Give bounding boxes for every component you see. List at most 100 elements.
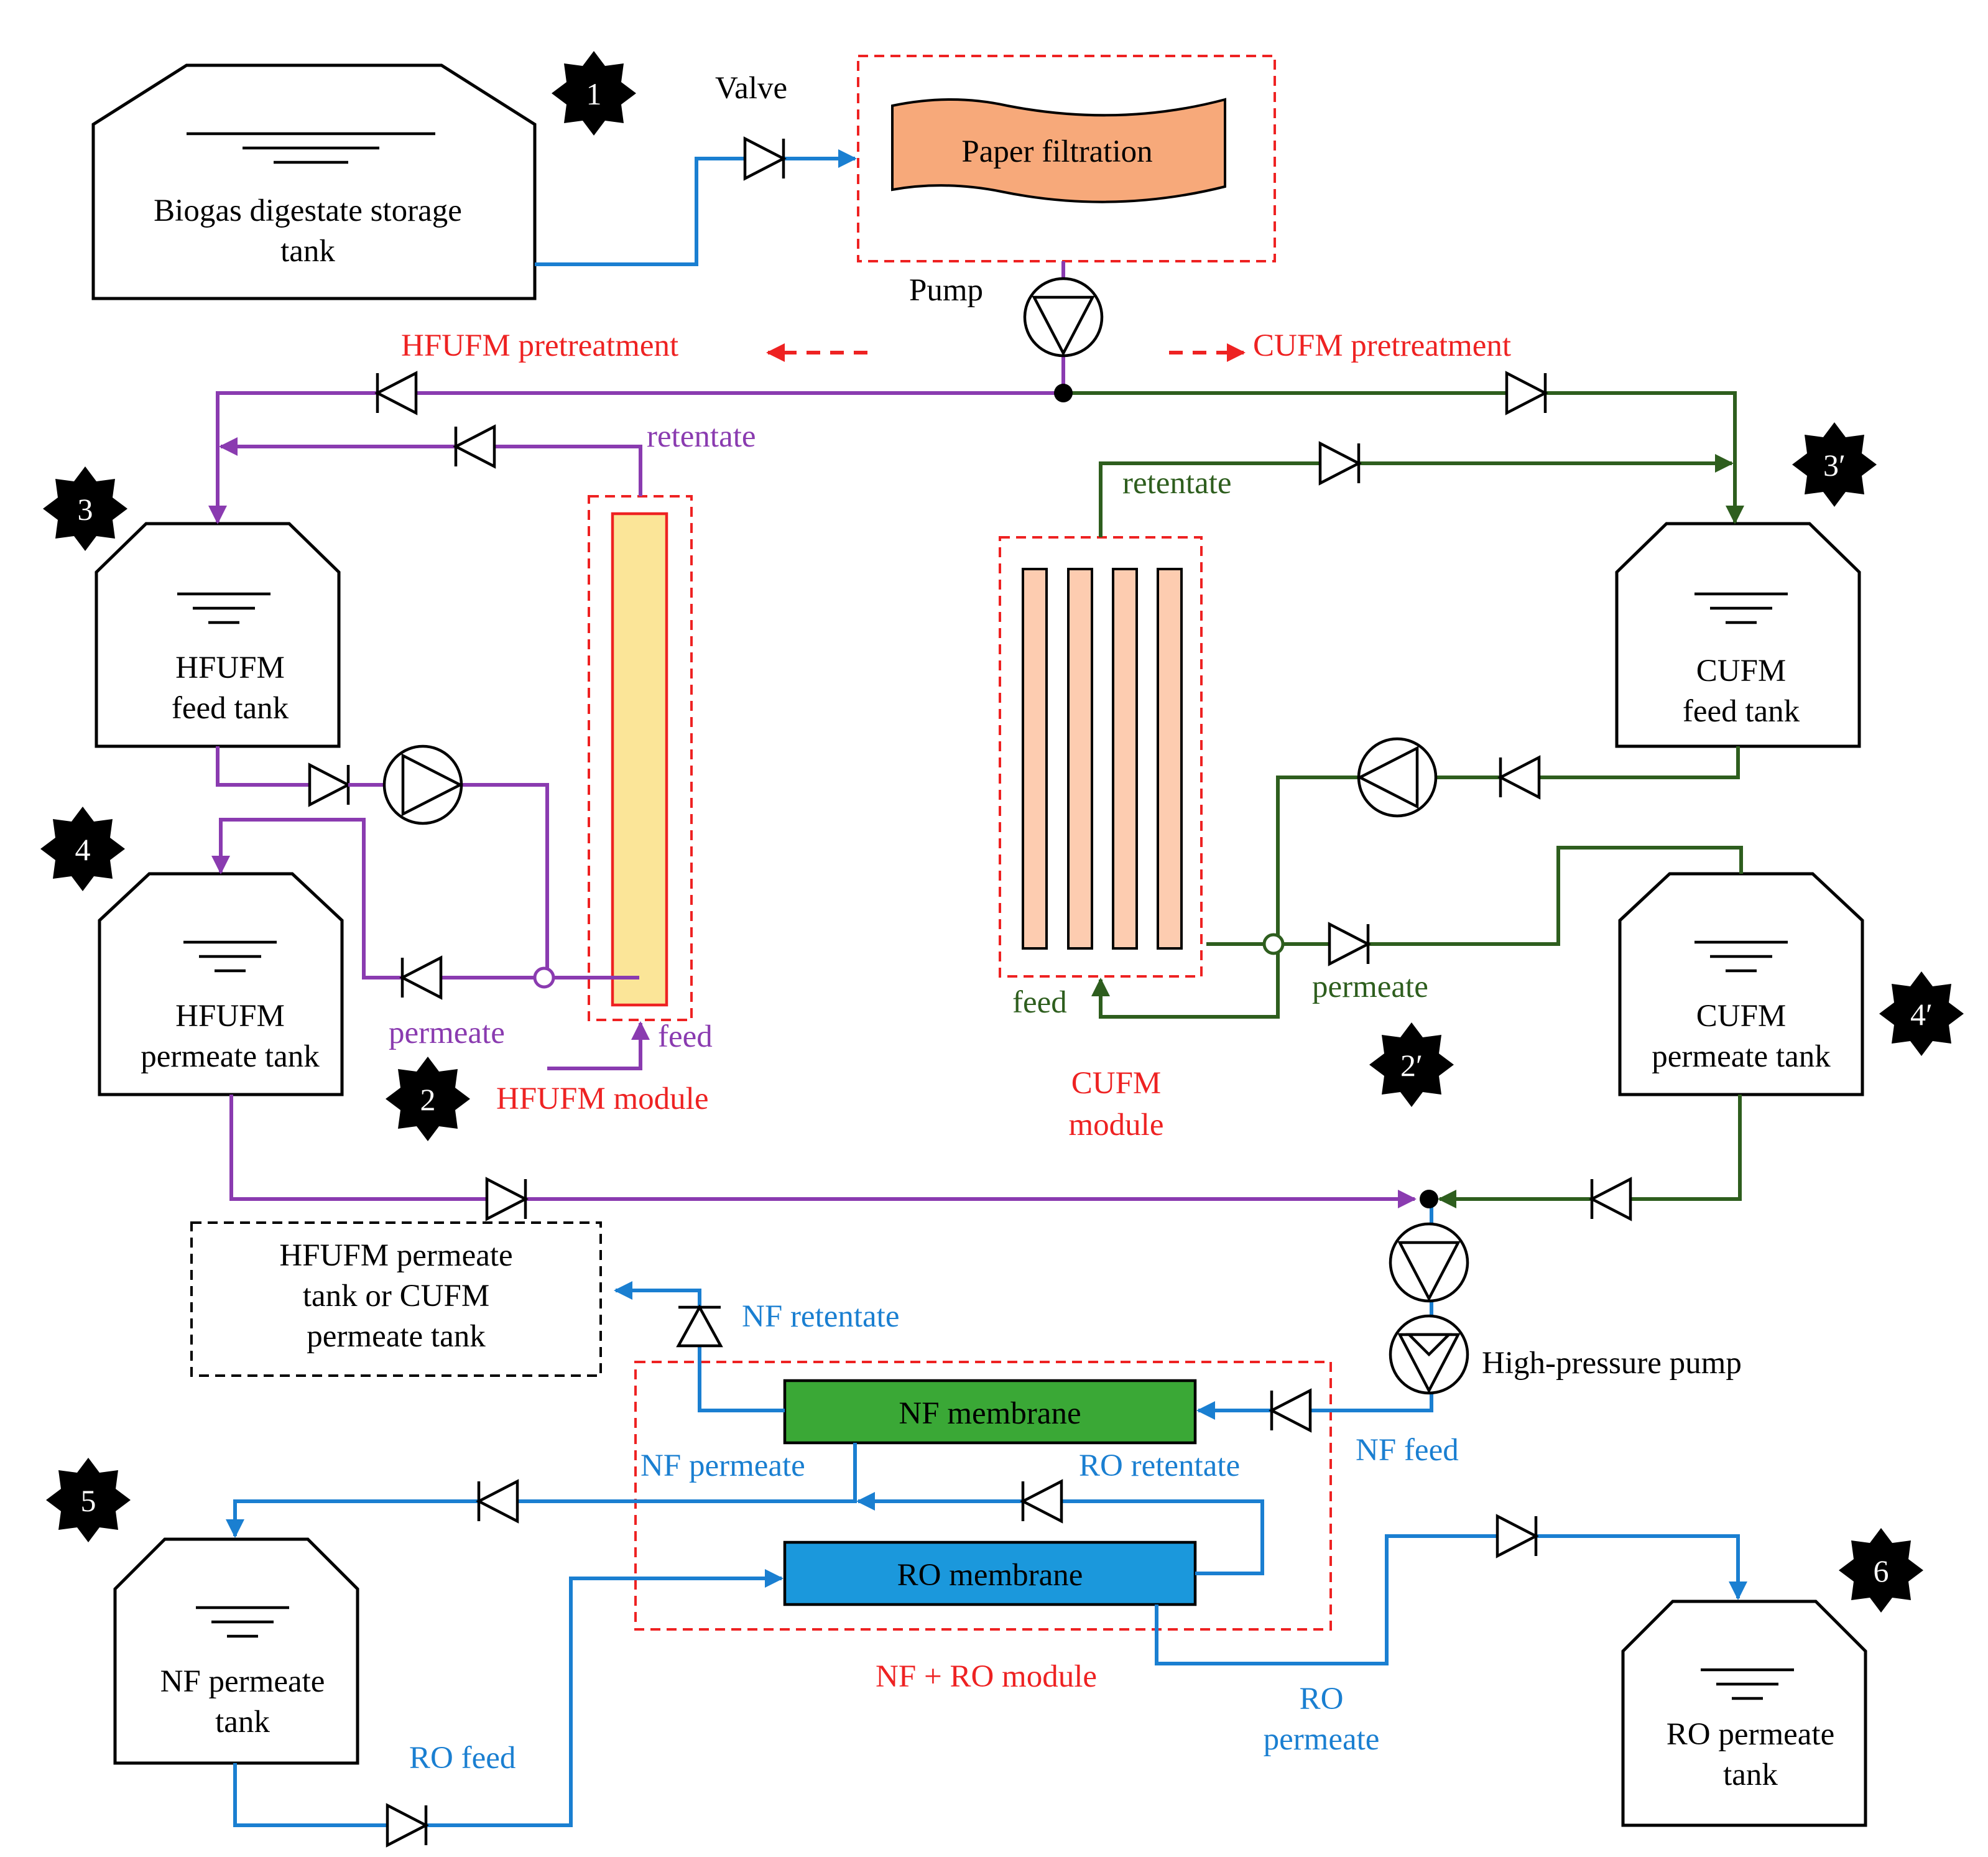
pipe-hf-permeate-out [229, 1095, 1417, 1208]
nf-membrane [783, 1379, 1197, 1445]
biogas-tank-label-1: Biogas digestate storage [154, 193, 462, 228]
valve-icon [1269, 1388, 1312, 1433]
junction-permeate [1420, 1190, 1438, 1208]
nf-permeate-tank: NF permeate tank [113, 1537, 359, 1765]
cufm-tube [1112, 568, 1138, 950]
valve-icon [743, 136, 787, 181]
cu-feed-label: feed [1012, 985, 1067, 1020]
ro-membrane [783, 1540, 1197, 1606]
pipe-cu-retentate [1099, 454, 1734, 537]
pipe-nf-retentate [614, 1281, 785, 1412]
cufm-feed-tank-label-1: CUFM [1696, 654, 1787, 688]
cu-permeate-label: permeate [1312, 970, 1428, 1004]
high-pressure-pump-label: High-pressure pump [1482, 1346, 1742, 1381]
pipe-hf-feed [547, 1021, 650, 1070]
valve-icon [676, 1304, 723, 1348]
hfufm-feed-tank: HFUFM feed tank [95, 522, 341, 748]
valve-icon [1020, 1479, 1063, 1524]
svg-text:2: 2 [420, 1082, 436, 1117]
cufm-tube [1022, 568, 1048, 950]
nf-membrane-label: NF membrane [899, 1396, 1081, 1431]
hfufm-module-label: HFUFM module [496, 1081, 708, 1116]
ro-permeate-label-1: RO [1300, 1682, 1344, 1716]
ro-permeate-tank-label-1: RO permeate [1667, 1717, 1834, 1752]
hfufm-module-element [611, 512, 668, 1007]
paper-filtration-shape [891, 98, 1226, 203]
junction-cu-permeate [1262, 933, 1285, 955]
pump-icon [1023, 277, 1104, 358]
valve-icon [1318, 441, 1362, 486]
nf-ro-module-label: NF + RO module [876, 1659, 1097, 1694]
valve-icon [1589, 1177, 1632, 1221]
recirculation-target-label-1: HFUFM permeate [279, 1238, 512, 1273]
paper-filtration-label: Paper filtration [961, 134, 1152, 169]
valve-icon [374, 371, 418, 415]
svg-text:1: 1 [586, 76, 602, 111]
recirculation-target-label-3: permeate tank [307, 1319, 486, 1354]
nf-permeate-tank-label-2: tank [215, 1705, 270, 1739]
cufm-feed-tank: CUFM feed tank [1615, 522, 1861, 748]
valve-icon [476, 1479, 519, 1524]
cufm-pump-icon [1357, 737, 1438, 818]
biogas-digestate-storage-tank: Biogas digestate storage tank [91, 63, 537, 300]
stage-badge: 6 [1839, 1528, 1923, 1613]
hfufm-feed-tank-label-2: feed tank [172, 691, 289, 726]
pipe-storage-to-filter [535, 149, 857, 266]
valve-icon [1328, 922, 1371, 966]
cu-retentate-label: retentate [1122, 466, 1232, 501]
stage-badge: 3 [43, 466, 127, 551]
valve-label: Valve [715, 71, 787, 106]
cufm-tube [1067, 568, 1093, 950]
svg-text:5: 5 [81, 1483, 96, 1518]
hfufm-pretreatment-label: HFUFM pretreatment [401, 328, 678, 363]
pipe-to-hfufm-feed-tank [208, 391, 1063, 524]
hfufm-permeate-tank-label-1: HFUFM [175, 999, 285, 1034]
nf-feed-label: NF feed [1356, 1433, 1459, 1468]
pipe-cu-feed [1091, 961, 1280, 1019]
cufm-pretreatment-label: CUFM pretreatment [1253, 328, 1511, 363]
svg-text:6: 6 [1874, 1554, 1889, 1588]
hf-retentate-label: retentate [647, 419, 756, 454]
stage-badge: 4′ [1879, 971, 1964, 1056]
cufm-module-label-1: CUFM [1071, 1066, 1162, 1101]
stage-badge: 2′ [1369, 1022, 1454, 1107]
valve-icon [1505, 371, 1548, 415]
nf-permeate-label: NF permeate [640, 1448, 805, 1483]
high-pressure-pump-icon [1389, 1314, 1469, 1395]
cufm-feed-tank-label-2: feed tank [1683, 694, 1800, 729]
stage-badge: 4 [40, 807, 125, 891]
pump-label: Pump [909, 273, 983, 308]
svg-text:3′: 3′ [1823, 448, 1846, 483]
pipe-ro-permeate [1155, 1534, 1747, 1665]
pipe-cu-permeate-out [1438, 1095, 1742, 1208]
valve-icon [453, 424, 496, 469]
valve-icon [308, 762, 351, 807]
svg-text:3: 3 [78, 492, 93, 527]
ro-membrane-label: RO membrane [897, 1558, 1083, 1593]
valve-icon [1497, 755, 1541, 800]
hfufm-pump-icon [348, 744, 463, 825]
svg-text:4′: 4′ [1910, 997, 1933, 1032]
pipe-ro-feed [233, 1569, 784, 1827]
cufm-permeate-tank-label-1: CUFM [1696, 999, 1787, 1034]
ro-permeate-tank: RO permeate tank [1621, 1600, 1867, 1827]
pipe-cu-permeate [1206, 846, 1743, 946]
valve-icon [399, 955, 443, 1000]
valve-icon [485, 1177, 529, 1221]
hf-feed-label: feed [658, 1019, 713, 1054]
pipe-hf-loop [216, 746, 639, 979]
pipe-to-cufm-feed-tank [1063, 391, 1744, 524]
paper-filtration-box [857, 55, 1276, 262]
svg-text:4: 4 [75, 832, 91, 867]
cufm-tube [1157, 568, 1183, 950]
feed-pump-icon [1389, 1222, 1469, 1303]
hf-permeate-label: permeate [389, 1016, 505, 1050]
pipe-hf-retentate [219, 437, 642, 496]
valve-icon [1496, 1514, 1539, 1558]
junction-main [1054, 384, 1073, 402]
stage-badge: 3′ [1792, 422, 1877, 507]
nf-retentate-label: NF retentate [742, 1299, 899, 1334]
recirculation-target-box [190, 1221, 602, 1377]
ro-permeate-tank-label-2: tank [1723, 1757, 1778, 1792]
